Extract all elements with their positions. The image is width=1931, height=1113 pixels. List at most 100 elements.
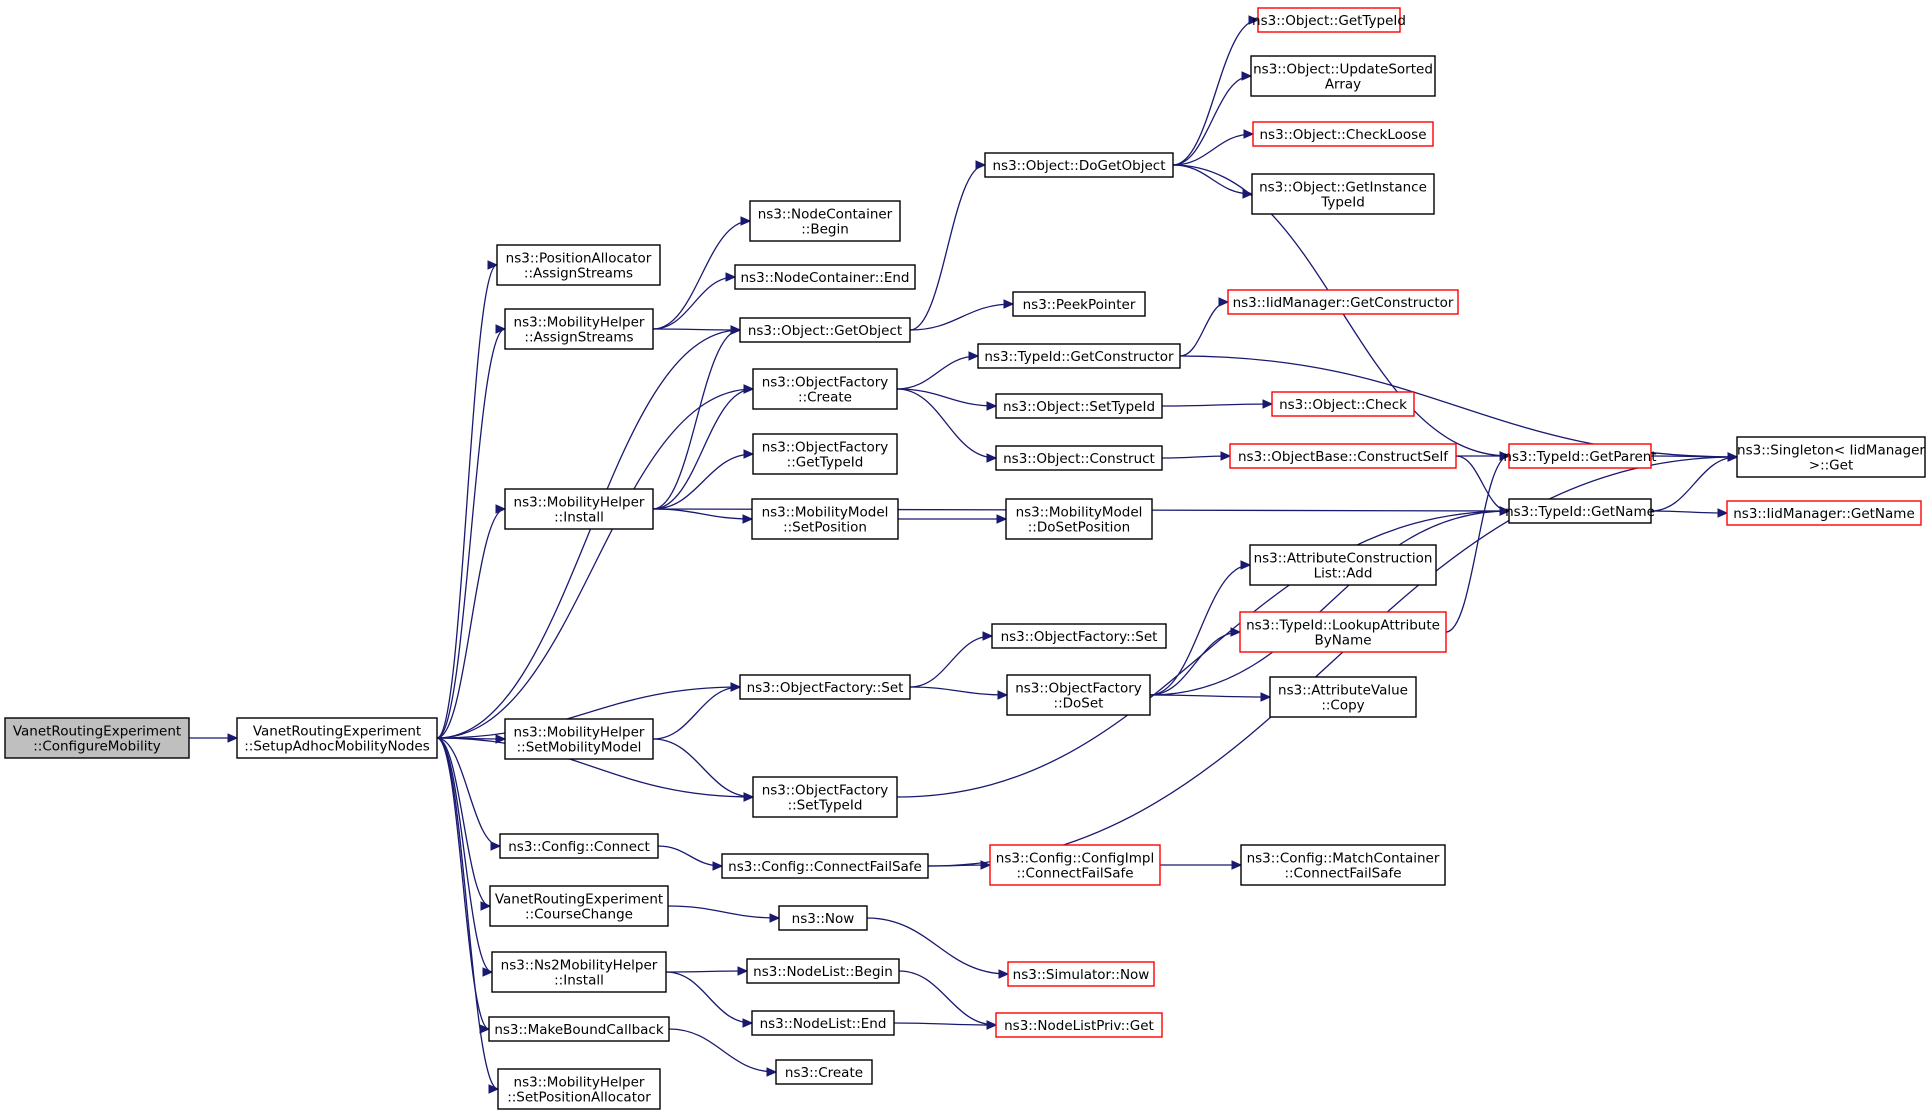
edge-line xyxy=(665,970,748,973)
node-label-line: ::Begin xyxy=(801,222,849,238)
edge-nodelist_end-to-nodelistpriv_get xyxy=(893,1020,998,1030)
node-objfactory_settypeid[interactable]: ns3::ObjectFactory::SetTypeId xyxy=(752,776,898,818)
edge-arrowhead xyxy=(1248,15,1260,25)
edge-course_change-to-ns3_now xyxy=(667,905,781,923)
node-label-line: ns3::Object::GetObject xyxy=(748,323,902,339)
edge-line xyxy=(652,686,741,740)
node-label-line: ns3::ObjectFactory::Set xyxy=(747,680,904,696)
edge-objfactory_create-to-typeid_getconstructor xyxy=(896,351,980,390)
node-posalloc_assign[interactable]: ns3::PositionAllocator::AssignStreams xyxy=(496,244,661,286)
node-label-line: ns3::MobilityModel xyxy=(762,505,889,521)
node-matchcontainer_cfs[interactable]: ns3::Config::MatchContainer::ConnectFail… xyxy=(1240,844,1446,886)
edge-arrowhead xyxy=(1260,692,1272,702)
node-mobmodel_dosetpos[interactable]: ns3::MobilityModel::DoSetPosition xyxy=(1005,498,1153,540)
node-objfactory_set[interactable]: ns3::ObjectFactory::Set xyxy=(739,674,911,700)
node-objfactory_set2[interactable]: ns3::ObjectFactory::Set xyxy=(991,623,1167,649)
node-config_connect[interactable]: ns3::Config::Connect xyxy=(499,833,659,859)
node-label-line: Array xyxy=(1325,77,1361,93)
node-box xyxy=(1271,391,1415,417)
node-box xyxy=(1007,961,1155,987)
node-configure_mobility[interactable]: VanetRoutingExperiment::ConfigureMobilit… xyxy=(4,717,190,759)
node-simulator_now[interactable]: ns3::Simulator::Now xyxy=(1007,961,1155,987)
node-nodelist_end[interactable]: ns3::NodeList::End xyxy=(751,1010,895,1036)
node-label-line: ns3::TypeId::GetParent xyxy=(1503,449,1656,465)
node-box xyxy=(775,1059,873,1085)
node-mobhelper_install[interactable]: ns3::MobilityHelper::Install xyxy=(504,488,654,530)
edge-arrowhead xyxy=(479,1024,491,1034)
node-object_getobject[interactable]: ns3::Object::GetObject xyxy=(739,317,911,343)
edge-object_dogetobject-to-object_gettypeid xyxy=(1172,15,1260,166)
edge-arrowhead xyxy=(769,913,781,923)
node-object_dogetobject[interactable]: ns3::Object::DoGetObject xyxy=(984,152,1174,178)
node-mobhelper_assign[interactable]: ns3::MobilityHelper::AssignStreams xyxy=(504,308,654,350)
node-attrvalue_copy[interactable]: ns3::AttributeValue::Copy xyxy=(1269,676,1417,718)
node-typeid_getparent[interactable]: ns3::TypeId::GetParent xyxy=(1503,443,1657,469)
node-objfactory_create[interactable]: ns3::ObjectFactory::Create xyxy=(752,368,898,410)
edge-mobhelper_assign-to-nodecont_end xyxy=(652,272,737,330)
node-make_bound[interactable]: ns3::MakeBoundCallback xyxy=(488,1016,670,1042)
edge-arrowhead xyxy=(766,1067,778,1077)
node-mobhelper_setpos[interactable]: ns3::MobilityHelper::SetPositionAllocato… xyxy=(497,1068,661,1110)
edge-setup_adhoc-to-mobhelper_install xyxy=(436,504,507,739)
node-objfactory_doset[interactable]: ns3::ObjectFactory::DoSet xyxy=(1006,674,1151,716)
node-box xyxy=(739,317,911,343)
node-label-line: ns3::Object::GetTypeId xyxy=(1252,13,1406,29)
node-peek_pointer[interactable]: ns3::PeekPointer xyxy=(1012,291,1146,317)
node-box xyxy=(721,853,929,879)
node-label-line: ns3::AttributeValue xyxy=(1278,683,1408,699)
node-object_gettypeid[interactable]: ns3::Object::GetTypeId xyxy=(1252,7,1406,33)
node-box xyxy=(4,717,190,759)
node-mobhelper_setmodel[interactable]: ns3::MobilityHelper::SetMobilityModel xyxy=(504,718,654,760)
node-label-line: ::GetTypeId xyxy=(787,455,864,471)
node-course_change[interactable]: VanetRoutingExperiment::CourseChange xyxy=(489,885,669,927)
edge-arrowhead xyxy=(743,449,755,459)
node-config_connectfailsafe[interactable]: ns3::Config::ConnectFailSafe xyxy=(721,853,929,879)
node-nodecont_begin[interactable]: ns3::NodeContainer::Begin xyxy=(749,200,901,242)
edge-arrowhead xyxy=(712,861,724,871)
node-setup_adhoc[interactable]: VanetRoutingExperiment::SetupAdhocMobili… xyxy=(236,717,438,759)
edge-line xyxy=(1149,564,1251,696)
node-iidmanager_getname[interactable]: ns3::IidManager::GetName xyxy=(1726,500,1922,526)
node-mobmodel_setpos[interactable]: ns3::MobilityModel::SetPosition xyxy=(751,498,899,540)
edge-line xyxy=(665,971,753,1024)
node-box xyxy=(1269,676,1417,718)
node-box xyxy=(1257,7,1401,33)
node-object_check[interactable]: ns3::Object::Check xyxy=(1271,391,1415,417)
node-typeid_getname[interactable]: ns3::TypeId::GetName xyxy=(1505,498,1655,524)
node-object_settypeid[interactable]: ns3::Object::SetTypeId xyxy=(995,393,1163,419)
edge-object_dogetobject-to-object_getinstance xyxy=(1172,164,1254,199)
node-object_construct[interactable]: ns3::Object::Construct xyxy=(995,445,1163,471)
node-configimpl_cfs[interactable]: ns3::Config::ConfigImpl::ConnectFailSafe xyxy=(989,844,1161,886)
edge-arrowhead xyxy=(1727,452,1739,462)
node-label-line: ::CourseChange xyxy=(525,907,633,923)
node-box xyxy=(1012,291,1146,317)
node-label-line: ::SetupAdhocMobilityNodes xyxy=(244,739,429,755)
edge-setup_adhoc-to-course_change xyxy=(436,737,492,911)
node-label-line: >::Get xyxy=(1809,458,1853,474)
node-objectbase_constructself[interactable]: ns3::ObjectBase::ConstructSelf xyxy=(1229,443,1457,469)
node-label-line: ::ConfigureMobility xyxy=(33,739,161,755)
node-objfactory_gettypeid[interactable]: ns3::ObjectFactory::GetTypeId xyxy=(752,433,898,475)
edge-line xyxy=(436,329,741,739)
node-nodelistpriv_get[interactable]: ns3::NodeListPriv::Get xyxy=(995,1012,1163,1038)
node-singleton_get[interactable]: ns3::Singleton< IidManager >::Get xyxy=(1736,436,1926,478)
node-label-line: ns3::ObjectFactory xyxy=(762,440,889,456)
node-iidmanager_getconstructor[interactable]: ns3::IidManager::GetConstructor xyxy=(1227,289,1459,315)
node-nodelist_begin[interactable]: ns3::NodeList::Begin xyxy=(746,958,900,984)
node-label-line: ::Install xyxy=(554,973,604,989)
node-label-line: ns3::NodeContainer xyxy=(758,207,893,223)
edge-arrowhead xyxy=(737,966,749,976)
node-object_checkloose[interactable]: ns3::Object::CheckLoose xyxy=(1252,121,1434,147)
edge-line xyxy=(652,508,753,520)
node-ns3_create[interactable]: ns3::Create xyxy=(775,1059,873,1085)
node-ns2_install[interactable]: ns3::Ns2MobilityHelper::Install xyxy=(491,951,667,993)
node-ns3_now[interactable]: ns3::Now xyxy=(778,905,868,931)
edge-line xyxy=(436,264,498,739)
node-box xyxy=(746,958,900,984)
node-nodecont_end[interactable]: ns3::NodeContainer::End xyxy=(734,264,916,290)
node-typeid_getconstructor[interactable]: ns3::TypeId::GetConstructor xyxy=(977,343,1181,369)
